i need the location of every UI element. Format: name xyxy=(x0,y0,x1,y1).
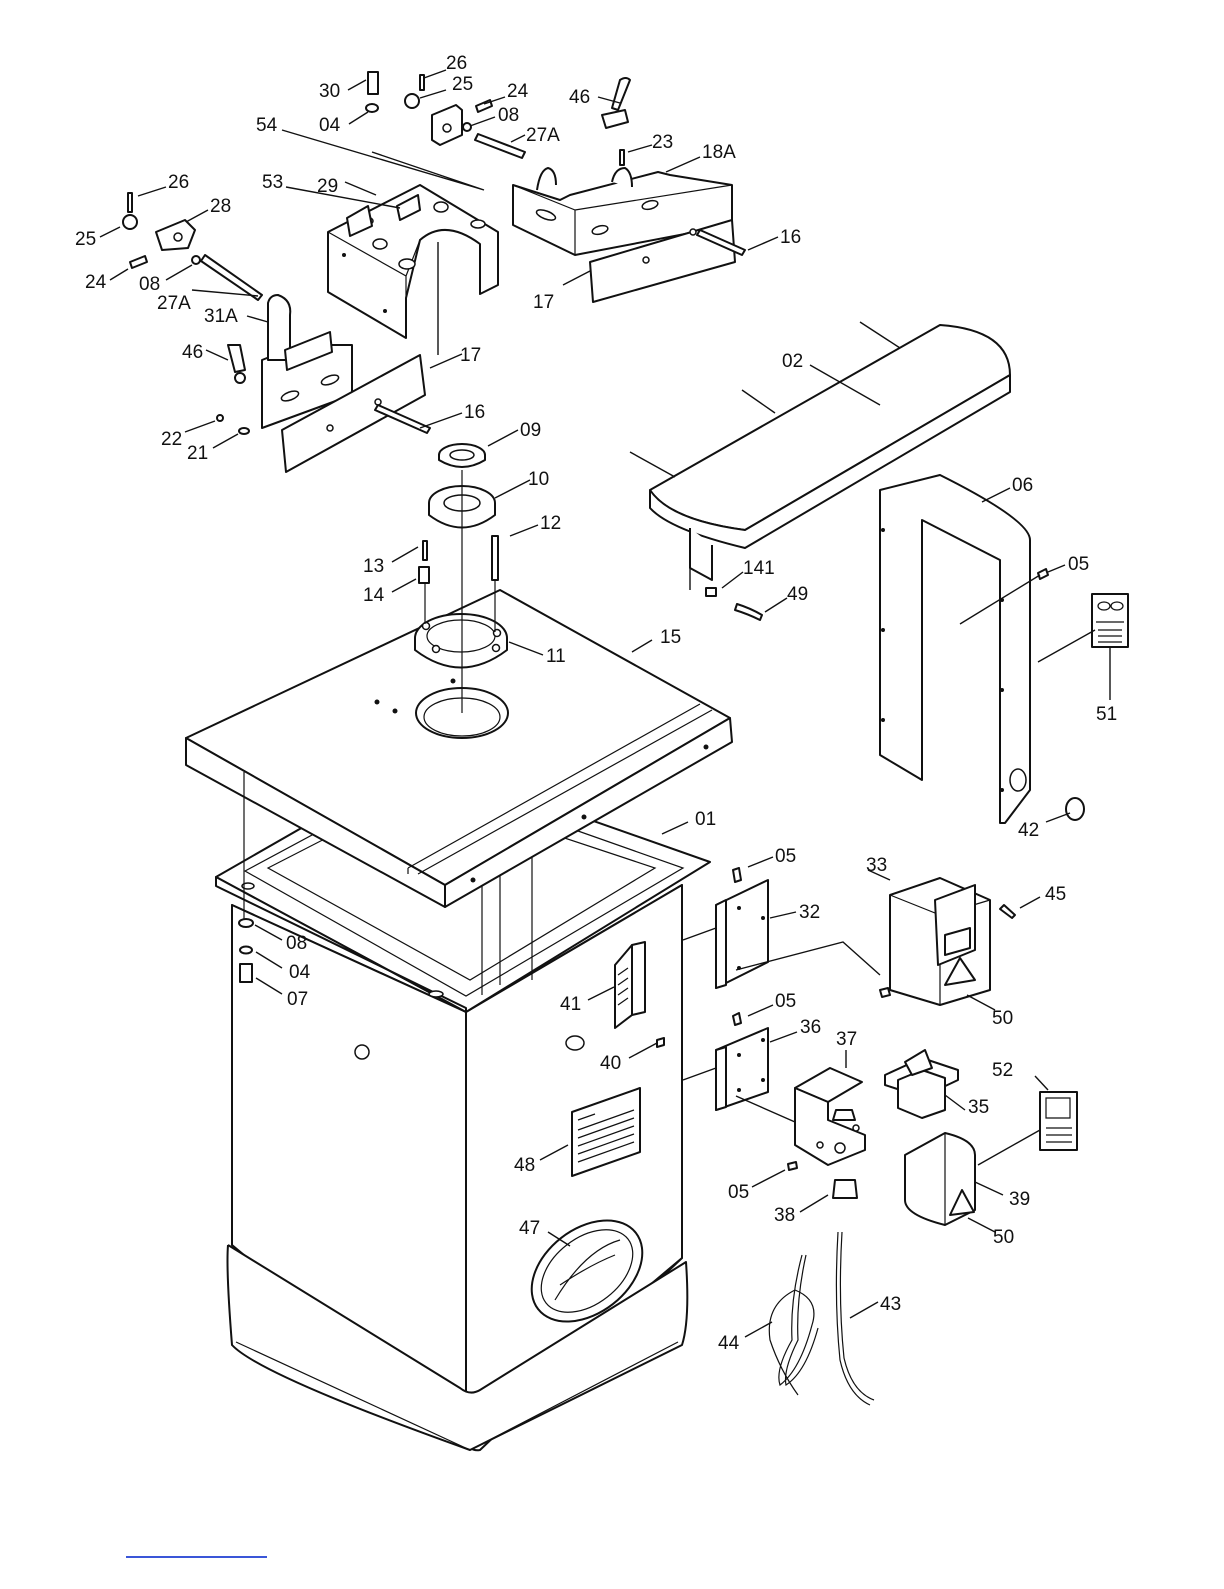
motor-cord-43 xyxy=(836,1232,874,1405)
callout-40: 40 xyxy=(600,1053,621,1074)
footer-link-underline[interactable] xyxy=(126,1556,267,1558)
callout-52: 52 xyxy=(992,1060,1013,1081)
callout-23: 23 xyxy=(652,132,673,153)
callout-51: 51 xyxy=(1096,704,1117,725)
callout-41: 41 xyxy=(560,994,581,1015)
callout-09: 09 xyxy=(520,420,541,441)
callout-08: 08 xyxy=(286,933,307,954)
switch-cover-39 xyxy=(905,1133,975,1225)
callout-50: 50 xyxy=(992,1008,1013,1029)
callout-47: 47 xyxy=(519,1218,540,1239)
callout-27A: 27A xyxy=(157,293,191,314)
callout-21: 21 xyxy=(187,443,208,464)
goggles-safety-label xyxy=(1092,594,1128,647)
callout-24: 24 xyxy=(85,272,107,293)
callout-28: 28 xyxy=(210,196,231,217)
callout-11: 11 xyxy=(546,646,566,667)
callout-10: 10 xyxy=(528,469,549,490)
callout-50: 50 xyxy=(993,1227,1014,1248)
callout-06: 06 xyxy=(1012,475,1033,496)
callout-22: 22 xyxy=(161,429,182,450)
switch-bracket-37 xyxy=(788,1068,865,1170)
callout-42: 42 xyxy=(1018,820,1039,841)
callout-54: 54 xyxy=(256,115,278,136)
callout-32: 32 xyxy=(799,902,820,923)
callout-17: 17 xyxy=(533,292,554,313)
callout-27A: 27A xyxy=(526,125,560,146)
power-cord-44 xyxy=(769,1255,818,1395)
callout-37: 37 xyxy=(836,1029,857,1050)
callout-15: 15 xyxy=(660,627,681,648)
callout-16: 16 xyxy=(780,227,801,248)
callout-31A: 31A xyxy=(204,306,238,327)
callout-07: 07 xyxy=(287,989,308,1010)
callout-26: 26 xyxy=(168,172,189,193)
callout-12: 12 xyxy=(540,513,561,534)
callout-43: 43 xyxy=(880,1294,901,1315)
callout-39: 39 xyxy=(1009,1189,1030,1210)
callout-13: 13 xyxy=(363,556,384,577)
ring-09 xyxy=(439,444,485,467)
switch-plate-32 xyxy=(716,868,768,988)
callout-16: 16 xyxy=(464,402,485,423)
callout-35: 35 xyxy=(968,1097,989,1118)
callout-38: 38 xyxy=(774,1205,795,1226)
callout-46: 46 xyxy=(182,342,203,363)
callout-141: 141 xyxy=(743,558,775,579)
callout-49: 49 xyxy=(787,584,808,605)
callout-01: 01 xyxy=(695,809,716,830)
callout-45: 45 xyxy=(1045,884,1066,905)
callout-14: 14 xyxy=(363,585,385,606)
callout-05: 05 xyxy=(1068,554,1089,575)
callout-25: 25 xyxy=(452,74,473,95)
extension-wing xyxy=(650,325,1010,580)
rotary-switch-35 xyxy=(885,1050,958,1118)
callout-46: 46 xyxy=(569,87,590,108)
switch-box-33 xyxy=(880,878,1015,1005)
callout-02: 02 xyxy=(782,351,803,372)
callout-08: 08 xyxy=(139,274,160,295)
callout-36: 36 xyxy=(800,1017,821,1038)
table-insert-ring xyxy=(415,614,507,668)
callout-04: 04 xyxy=(319,115,341,136)
callout-18A: 18A xyxy=(702,142,736,163)
callout-26: 26 xyxy=(446,53,467,74)
callout-25: 25 xyxy=(75,229,96,250)
callout-05: 05 xyxy=(775,991,796,1012)
dust-chute-guard xyxy=(880,475,1030,823)
mount-plate-36 xyxy=(716,1013,768,1110)
reset-label-52 xyxy=(1040,1092,1077,1150)
callout-33: 33 xyxy=(866,855,887,876)
callout-53: 53 xyxy=(262,172,283,193)
callout-08: 08 xyxy=(498,105,519,126)
callout-05: 05 xyxy=(775,846,796,867)
callout-04: 04 xyxy=(289,962,311,983)
callout-48: 48 xyxy=(514,1155,535,1176)
strain-relief-38 xyxy=(833,1180,857,1198)
callout-24: 24 xyxy=(507,81,529,102)
callout-29: 29 xyxy=(317,176,338,197)
fence-housing xyxy=(328,185,498,338)
callout-30: 30 xyxy=(319,81,340,102)
callout-44: 44 xyxy=(718,1333,740,1354)
callout-17: 17 xyxy=(460,345,481,366)
callout-05: 05 xyxy=(728,1182,749,1203)
